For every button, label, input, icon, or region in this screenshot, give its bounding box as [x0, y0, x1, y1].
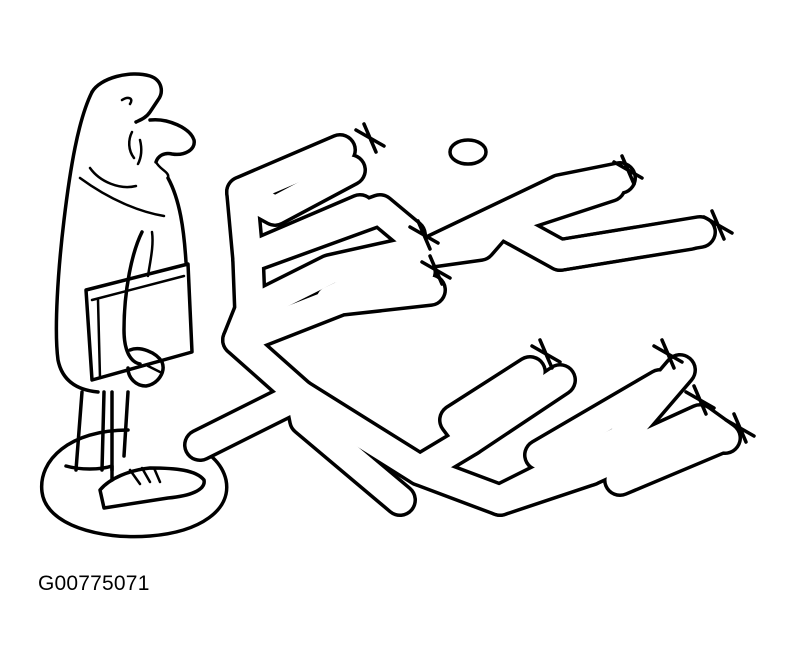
man-figure — [54, 72, 206, 510]
figure-id-label: G00775071 — [38, 572, 150, 595]
maze-corridor — [526, 371, 674, 469]
legs — [74, 390, 84, 472]
maze-corridor — [234, 196, 424, 272]
maze-corridor — [546, 220, 704, 269]
maze-paths — [183, 133, 742, 517]
x-marker — [684, 384, 716, 416]
maze-corridor — [416, 172, 624, 266]
x-marker — [702, 209, 734, 241]
x-marker — [408, 219, 440, 251]
dead-end-markers — [354, 122, 756, 444]
shoe — [64, 464, 114, 482]
body — [54, 90, 100, 394]
start-circle — [39, 428, 229, 539]
goal-circle — [448, 138, 488, 166]
head — [90, 72, 164, 124]
x-marker — [652, 338, 684, 370]
maze-corridor — [606, 424, 734, 494]
maze-corridor — [228, 156, 364, 224]
nose — [148, 118, 196, 164]
x-marker — [420, 254, 452, 286]
book — [84, 262, 194, 382]
x-marker — [724, 412, 756, 444]
maze-corridor — [441, 358, 544, 454]
x-marker — [530, 338, 562, 370]
x-marker — [354, 122, 386, 154]
x-marker — [612, 154, 644, 186]
